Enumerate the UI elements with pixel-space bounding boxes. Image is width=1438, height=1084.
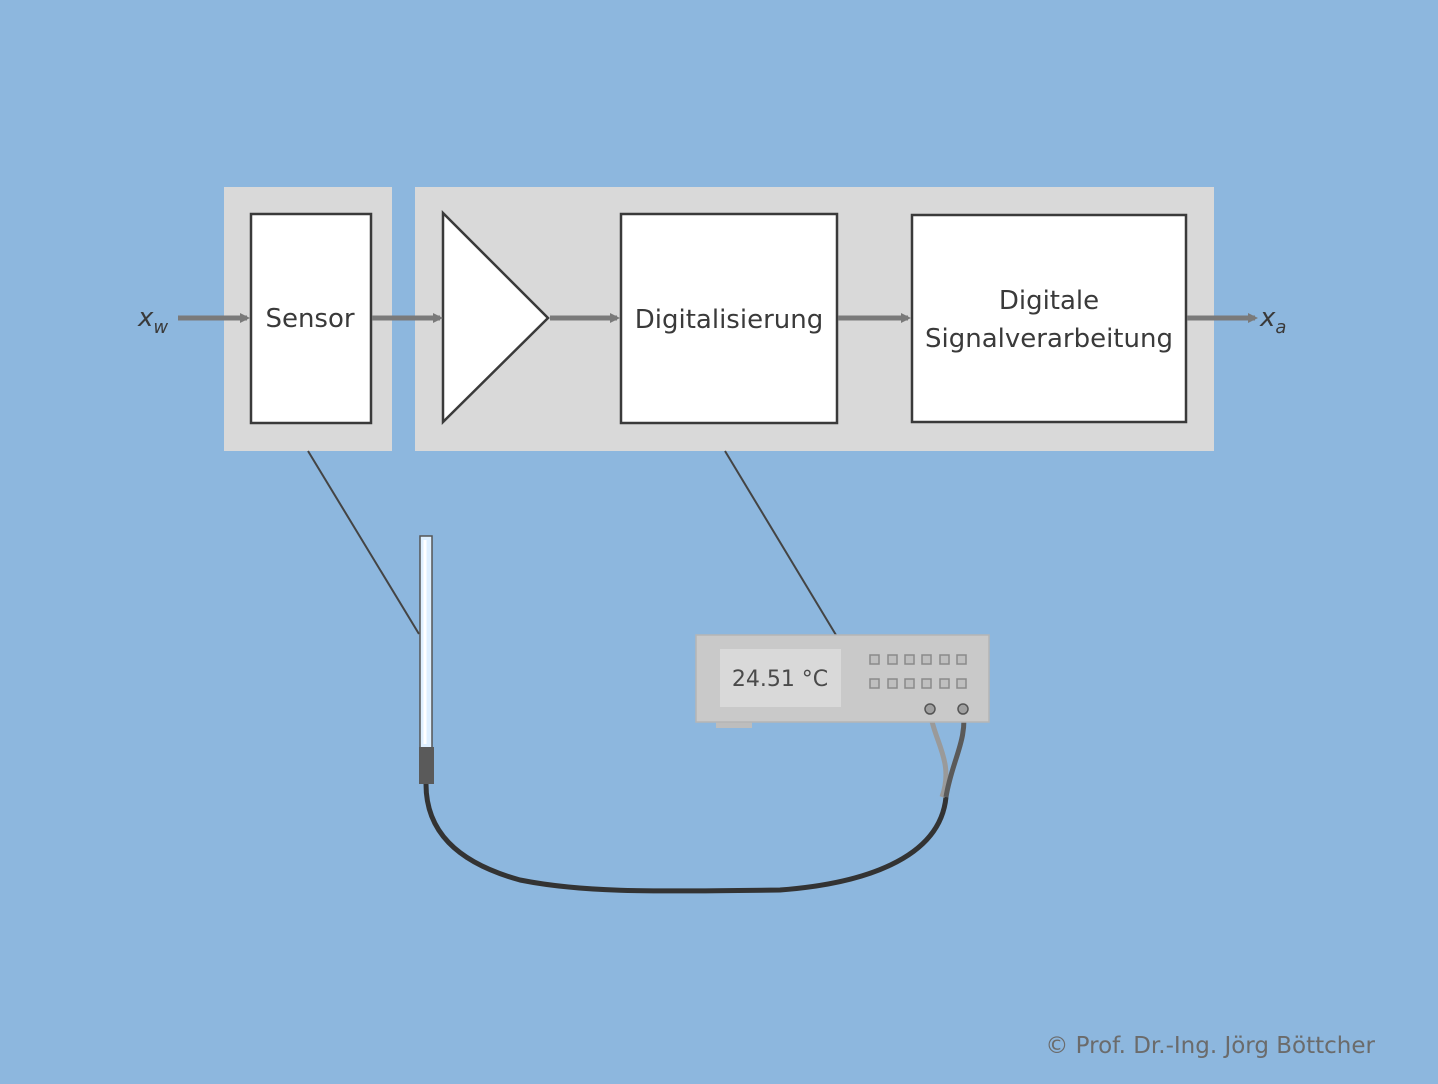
dsp-label-line2: Signalverarbeitung [925, 324, 1173, 354]
meter-display [720, 649, 841, 707]
input-signal-symbol: x [137, 303, 154, 333]
dsp-label-line1: Digitale [999, 286, 1099, 316]
sensor-label: Sensor [265, 304, 354, 334]
meter-terminal-right [957, 703, 969, 715]
meter-reading: 24.51 °C [732, 667, 828, 692]
amplifier-triangle-icon [441, 209, 550, 425]
meter-button-grid [869, 654, 967, 689]
output-signal-subscript: a [1275, 317, 1286, 338]
thermometer-probe-icon [419, 535, 434, 784]
digitization-leader-line [724, 450, 837, 636]
output-signal-label: xa [1259, 303, 1286, 338]
probe-cable [423, 783, 949, 894]
sensor-leader-line [307, 450, 420, 635]
copyright-notice: © Prof. Dr.-Ing. Jörg Böttcher [1045, 1033, 1375, 1059]
dsp-block [910, 213, 1188, 424]
sensor-block [249, 212, 373, 425]
digitization-block [619, 212, 839, 425]
output-signal-symbol: x [1259, 303, 1276, 333]
input-signal-label: xw [137, 303, 168, 338]
meter-terminal-left [924, 703, 936, 715]
digitization-label: Digitalisierung [635, 305, 823, 335]
input-signal-subscript: w [153, 317, 168, 338]
multimeter-icon [695, 634, 990, 728]
